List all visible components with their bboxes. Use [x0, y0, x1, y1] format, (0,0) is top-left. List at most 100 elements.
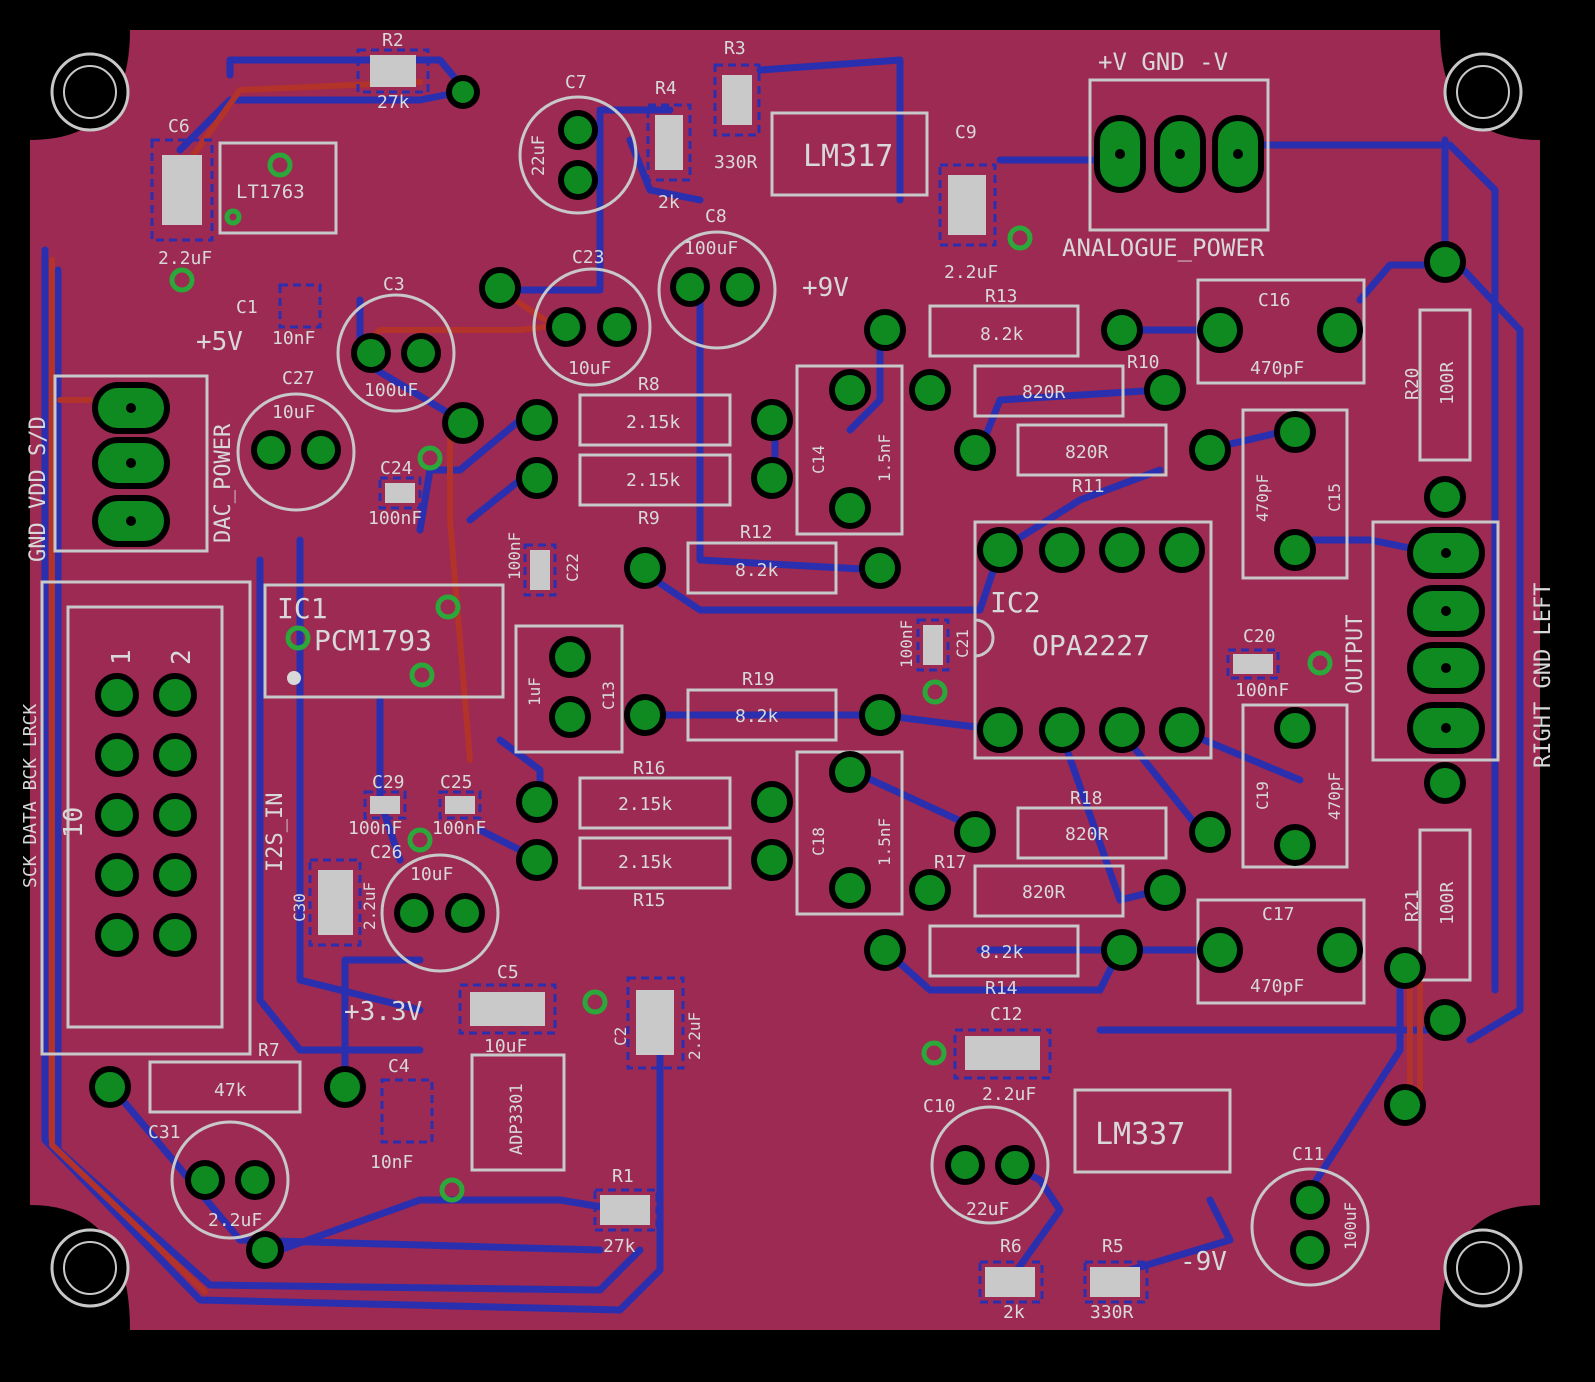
r20-label: R20	[1402, 367, 1423, 400]
dac-power-label: DAC_POWER	[211, 423, 236, 543]
r11-label: R11	[1072, 476, 1105, 497]
c15-label: C15	[1325, 483, 1344, 512]
minus9v-label: -9V	[1180, 1247, 1227, 1277]
r9-label: R9	[638, 508, 660, 529]
r16-label: R16	[633, 758, 666, 779]
c6-label: C6	[168, 116, 190, 137]
output-label: OUTPUT	[1343, 615, 1368, 694]
r21-value: 100R	[1437, 881, 1458, 925]
c9-value: 2.2uF	[944, 262, 998, 283]
r7-label: R7	[258, 1040, 280, 1061]
r11-value: 820R	[1065, 442, 1109, 463]
c21-value: 100nF	[897, 620, 916, 668]
header-pin-10: 10	[59, 807, 89, 838]
c30-label: C30	[290, 893, 309, 922]
r4-value: 2k	[658, 192, 680, 213]
r12-label: R12	[740, 522, 773, 543]
drill-holes	[126, 149, 1451, 733]
mounting-hole-bottom-right	[1443, 1228, 1523, 1308]
analogue-power-label: ANALOGUE_POWER	[1062, 234, 1265, 262]
c16-value: 470pF	[1250, 358, 1304, 379]
c8-label: C8	[705, 206, 727, 227]
r2-value: 27k	[377, 92, 410, 113]
r1-value: 27k	[603, 1236, 636, 1257]
r7-value: 47k	[214, 1080, 247, 1101]
adp3301-label: ADP3301	[507, 1083, 527, 1155]
c25-value: 100nF	[432, 818, 486, 839]
c21-label: C21	[953, 629, 972, 658]
c17-value: 470pF	[1250, 976, 1304, 997]
c5-label: C5	[497, 962, 519, 983]
r3-value: 330R	[714, 152, 758, 173]
r14-value: 8.2k	[980, 942, 1024, 963]
c6-value: 2.2uF	[158, 248, 212, 269]
c23-label: C23	[572, 247, 605, 268]
c4-label: C4	[388, 1056, 410, 1077]
c27-label: C27	[282, 368, 315, 389]
output-pins: RIGHT GND LEFT	[1531, 583, 1556, 768]
r3-label: R3	[724, 38, 746, 59]
c22-label: C22	[563, 553, 582, 582]
analogue-power-pins: +V GND -V	[1098, 48, 1228, 76]
c12-label: C12	[990, 1004, 1023, 1025]
r15-value: 2.15k	[618, 852, 672, 873]
c16-label: C16	[1258, 290, 1291, 311]
r8-value: 2.15k	[626, 412, 680, 433]
c7-label: C7	[565, 72, 587, 93]
c3-label: C3	[383, 274, 405, 295]
r18-value: 820R	[1065, 824, 1109, 845]
pcm1793-label: PCM1793	[314, 624, 432, 657]
c2-value: 2.2uF	[685, 1012, 704, 1060]
silkscreen-outlines	[40, 78, 1500, 1287]
c9-label: C9	[955, 122, 977, 143]
r19-label: R19	[742, 669, 775, 690]
r16-value: 2.15k	[618, 794, 672, 815]
header-pin-2: 2	[167, 649, 197, 665]
lm317-label: LM317	[803, 139, 893, 174]
c11-label: C11	[1292, 1144, 1325, 1165]
header-pin-1: 1	[107, 649, 137, 665]
c31-value: 2.2uF	[208, 1210, 262, 1231]
r4-label: R4	[655, 78, 677, 99]
c1-value: 10nF	[272, 328, 315, 349]
c4-value: 10nF	[370, 1152, 413, 1173]
r19-value: 8.2k	[735, 706, 779, 727]
c10-value: 22uF	[966, 1199, 1009, 1220]
c24-label: C24	[380, 458, 413, 479]
c30-value: 2.2uF	[360, 882, 379, 930]
r21-label: R21	[1402, 889, 1423, 922]
c13-label: C13	[599, 681, 618, 710]
r13-label: R13	[985, 286, 1018, 307]
r15-label: R15	[633, 890, 666, 911]
c15-value: 470pF	[1253, 474, 1272, 522]
c5-value: 10uF	[484, 1036, 527, 1057]
c11-value: 100uF	[1341, 1202, 1360, 1250]
r5-value: 330R	[1090, 1302, 1134, 1323]
r18-label: R18	[1070, 788, 1103, 809]
c27-value: 10uF	[272, 402, 315, 423]
plus9v-label: +9V	[802, 273, 849, 303]
r12-value: 8.2k	[735, 560, 779, 581]
r14-label: R14	[985, 978, 1018, 999]
r6-value: 2k	[1003, 1302, 1025, 1323]
r8-label: R8	[638, 374, 660, 395]
dac-power-pins: GND VDD S/D	[26, 416, 51, 562]
c2-label: C2	[611, 1027, 630, 1046]
r20-value: 100R	[1437, 361, 1458, 405]
c18-label: C18	[809, 827, 828, 856]
i2s-signal-names: SCK DATA BCK LRCK	[20, 704, 41, 888]
c13-value: 1uF	[525, 677, 544, 706]
c23-value: 10uF	[568, 358, 611, 379]
c14-label: C14	[809, 445, 828, 474]
c20-label: C20	[1243, 626, 1276, 647]
c25-label: C25	[440, 772, 473, 793]
c17-label: C17	[1262, 904, 1295, 925]
ic1-label: IC1	[277, 592, 328, 625]
mounting-hole-bottom-left	[50, 1228, 130, 1308]
c7-value: 22uF	[529, 135, 549, 176]
r6-label: R6	[1000, 1236, 1022, 1257]
c1-label: C1	[236, 297, 258, 318]
vias	[169, 152, 1333, 1203]
c12-value: 2.2uF	[982, 1084, 1036, 1105]
